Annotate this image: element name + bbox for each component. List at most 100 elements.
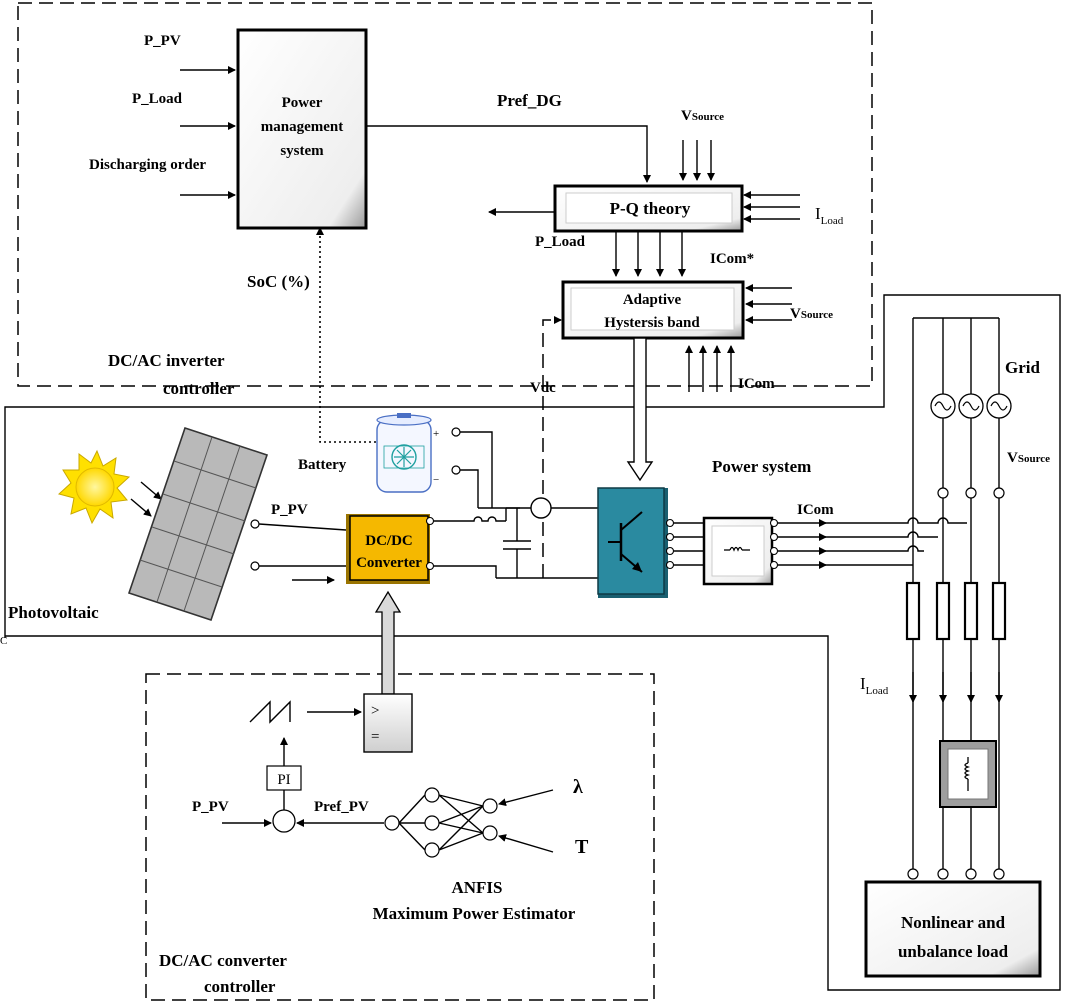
gate-signal-arrow [374,590,402,695]
t-label: T [575,836,589,858]
p-pv-mid-label: P_PV [271,502,308,518]
filter-out-c [769,546,779,556]
load-terminal-b [965,868,977,880]
load-terminal-a [937,868,949,880]
grid-source-c [986,393,1012,419]
lambda-arrow [498,789,554,807]
sawtooth-icon [249,700,291,724]
line-impedance-a [935,581,951,641]
pv-terminal-bottom [250,561,260,571]
battery-label: Battery [298,457,347,473]
sunray-arrow-b [130,498,152,517]
grid-source-a [930,393,956,419]
battery-plus: + [433,428,439,440]
c-mark: C [0,635,7,647]
power-system-label: Power system [712,457,811,476]
summing-junction [272,809,296,833]
comparator-gt: > [371,703,379,719]
pms-label-1: Power [282,95,323,111]
pi-label: PI [277,772,290,788]
vdc-feedback-line [542,316,562,578]
load-terminal-n [907,868,919,880]
power-management-system-block[interactable]: Power management system [236,28,368,230]
nl-label-1: Nonlinear and [901,913,1006,932]
dcdc-label-1: DC/DC [365,533,413,549]
filter-out-n [769,560,779,570]
inv-out-b [665,532,675,542]
anfis-label-1: ANFIS [451,878,502,897]
dcdc-out-top [425,516,435,526]
pi-block[interactable]: PI [266,765,302,791]
icom-line-b [778,531,938,538]
lambda-label: λ [573,776,583,798]
nl-label-2: unbalance load [898,942,1009,961]
iload-pq-label: ILoad [815,204,844,227]
hb-to-inverter-arrow [626,337,654,482]
anfis-label-2: Maximum Power Estimator [373,904,576,923]
battery-minus: − [433,474,439,486]
discharging-order-label: Discharging order [89,157,206,173]
p-pv-top-label: P_PV [144,33,181,49]
inv-out-c [665,546,675,556]
load-terminal-c [993,868,1005,880]
comparator-block[interactable]: > = [363,693,413,753]
vsource-tap-a [937,487,949,499]
inverter-block[interactable] [597,487,668,598]
hb-label-1: Adaptive [623,292,682,308]
soc-dotted-line [316,227,376,443]
icom-hb-label: ICom [738,376,775,392]
battery-icon: + − [376,413,439,493]
pv-panel [127,426,269,622]
icom-line-a [778,517,967,524]
p-load-pq-label: P_Load [535,234,586,250]
filter-out-a [769,518,779,528]
battery-minus-terminal [451,465,461,475]
power-system-boundary [4,294,1061,991]
pms-label-2: management [261,119,344,135]
icom-star-label: ICom* [710,251,754,267]
dcdc-converter-block[interactable]: DC/DC Converter [346,514,430,584]
grid-label: Grid [1005,358,1040,377]
dcdc-converter-controller-region [145,673,655,1001]
nonlinear-load-block[interactable]: Nonlinear and unbalance load [864,880,1042,978]
vsource-tap-c [993,487,1005,499]
dcac-inverter-controller-region [17,2,873,387]
grid-source-b [958,393,984,419]
pref-dg-line [366,125,651,183]
icom-mid-label: ICom [797,502,834,518]
dcac-converter-label-1: DC/AC converter [159,951,287,970]
dc-bus-measurement [530,497,552,519]
dcdc-out-bottom [425,561,435,571]
pref-pv-label: Pref_PV [314,799,369,815]
photovoltaic-label: Photovoltaic [8,603,99,622]
battery-plus-terminal [451,427,461,437]
adaptive-hysteresis-band-block[interactable]: Adaptive Hystersis band [561,280,745,340]
battery-plus-wire [460,431,493,508]
vsource-grid-label: VSource [1007,450,1050,466]
sun-icon [57,449,131,525]
p-load-top-label: P_Load [132,91,183,107]
t-arrow [498,834,554,853]
p-pv-bottom-label: P_PV [192,799,229,815]
vsource-top-label: VSource [681,108,724,124]
filter-out-b [769,532,779,542]
pv-terminal-top [250,519,260,529]
inv-out-n [665,560,675,570]
output-filter-block[interactable] [702,516,774,586]
pq-theory-label: P-Q theory [610,199,691,218]
pref-dg-label: Pref_DG [497,91,562,110]
dcac-converter-label-2: controller [204,977,276,996]
vdc-label: Vdc [530,380,556,396]
pq-theory-block[interactable]: P-Q theory [553,184,744,233]
dcdc-label-2: Converter [356,555,422,571]
hb-label-2: Hystersis band [604,315,700,331]
comparator-eq: = [371,729,379,745]
pv-wire-top [258,523,347,531]
icom-line-c [778,545,924,552]
load-inductor-block[interactable] [939,740,997,808]
inv-out-a [665,518,675,528]
iload-right-label: ILoad [860,674,889,697]
line-impedance-n [905,581,921,641]
vsource-hb-label: VSource [790,306,833,322]
